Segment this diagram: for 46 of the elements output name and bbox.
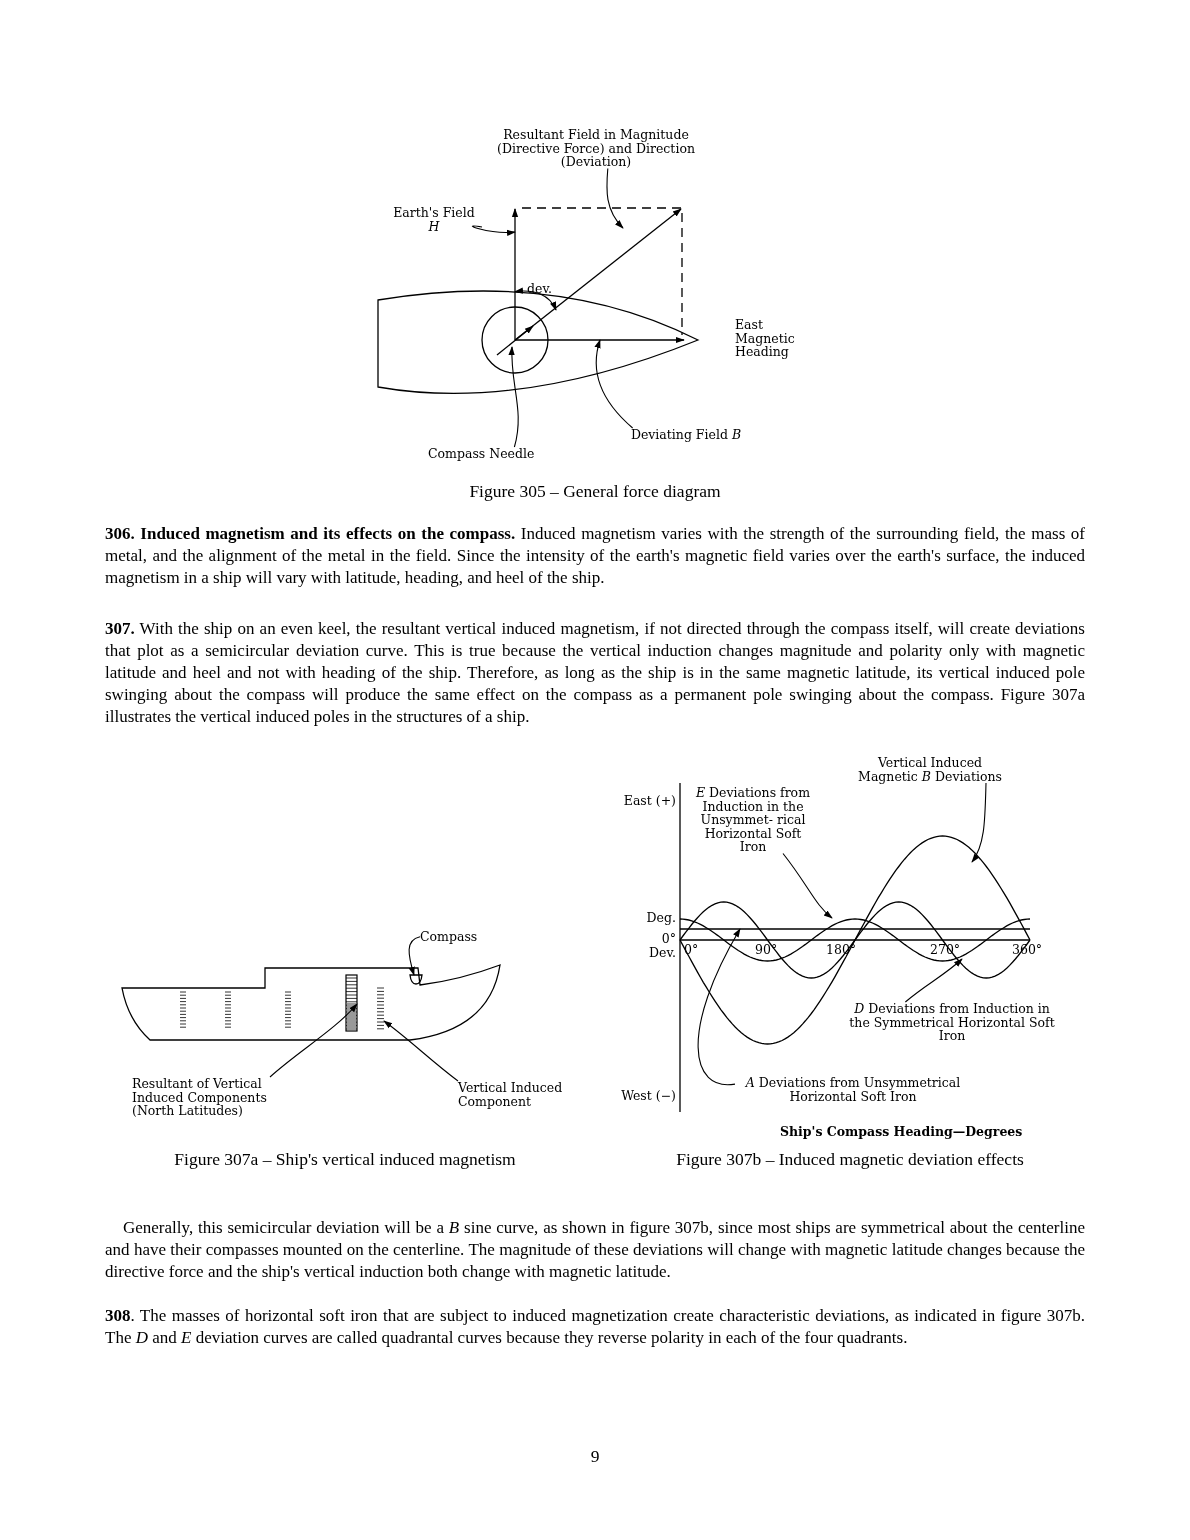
leader-line [383, 1020, 459, 1082]
callout-label: Vertical Induced Magnetic B Deviations [850, 756, 1010, 783]
leader-line [782, 852, 833, 919]
axis-label: Dev. [648, 946, 676, 960]
figure-caption: Figure 307a – Ship's vertical induced magnetism [173, 1150, 517, 1170]
figure-caption: Figure 305 – General force diagram [468, 482, 722, 502]
callout-label: Deviating Field B [628, 428, 744, 442]
body-paragraph: 308. The masses of horizontal soft iron that are subject to induced magnetization create characteristic deviations, as indicated in figure 307b. The D and E deviation curves are called quadrantal curves because they reverse polarity in each of the four quadrants. [105, 1305, 1085, 1349]
leader-line [606, 167, 624, 229]
figure-caption: Figure 307b – Induced magnetic deviation effects [675, 1150, 1025, 1170]
compass-symbol [409, 974, 423, 985]
leader-line [471, 225, 516, 236]
callout-label: E Deviations from Induction in the Unsymmet- rical Horizontal Soft Iron [693, 786, 813, 854]
callout-label: Compass Needle [428, 447, 548, 461]
callout-label: Earth's Field H [386, 206, 482, 233]
tick-label: 90° [755, 943, 779, 957]
edge-label: dev. [527, 282, 552, 296]
callout-label: Vertical Induced Component [458, 1081, 574, 1108]
page-number: 9 [589, 1447, 601, 1467]
body-paragraph: Generally, this semicircular deviation will be a B sine curve, as shown in figure 307b, since most ships are symmetrical about the centerline and have their compasses mounted on the centerline. The magnitude of these deviations will change with magnetic latitude changes because the directive force and the ship's vertical induction both change with magnetic latitude. [105, 1217, 1085, 1283]
callout-label: Resultant of Vertical Induced Components (North Latitudes) [132, 1077, 282, 1118]
leader-line [697, 928, 741, 1086]
callout-label: D Deviations from Induction in the Symmetrical Horizontal Soft Iron [846, 1002, 1058, 1043]
leader-line [408, 936, 421, 976]
tick-label: 0° [684, 943, 700, 957]
leader-line [594, 339, 634, 429]
compass-needle [496, 325, 534, 356]
leader-line [269, 1003, 358, 1078]
leader-line [904, 958, 963, 1003]
callout-label: Resultant Field in Magnitude (Directive Force) and Direction (Deviation) [478, 128, 714, 169]
leader-line [971, 782, 987, 863]
axis-label: East (+) [622, 794, 676, 808]
axis-label: 0° [660, 932, 676, 946]
leader-line [508, 346, 519, 448]
body-paragraph: 307. With the ship on an even keel, the resultant vertical induced magnetism, if not directed through the compass itself, will create deviations that plot as a semicircular deviation curve. This is true because the vertical induction changes magnitude and polarity only with magnetic latitude and heel and not with heading of the ship. Therefore, as long as the ship is in the same magnetic latitude, its vertical induced pole swinging about the compass will produce the same effect on the compass as a permanent pole swinging about the compass. Figure 307a illustrates the vertical induced poles in the structures of a ship. [105, 618, 1085, 728]
angle-arc [514, 287, 557, 311]
resultant-column [345, 974, 358, 1032]
callout-label: A Deviations from Unsymmetrical Horizontal Soft Iron [735, 1076, 971, 1103]
body-paragraph: 306. Induced magnetism and its effects on the compass. Induced magnetism varies with the strength of the surrounding field, the mass of metal, and the alignment of the metal in the field. Since the intensity of the earth's magnetic field varies over the earth's surface, the induced magnetism in a ship will vary with latitude, heading, and heel of the ship. [105, 523, 1085, 589]
heading-label: East Magnetic Heading [735, 318, 796, 359]
callout-label: Compass [420, 930, 500, 944]
deviating-field-vector [514, 336, 685, 344]
axis-title: Ship's Compass Heading—Degrees [780, 1125, 1024, 1139]
axis-label: Deg. [645, 911, 676, 925]
induced-component-column [376, 987, 385, 1030]
axis-label: West (−) [620, 1089, 676, 1103]
